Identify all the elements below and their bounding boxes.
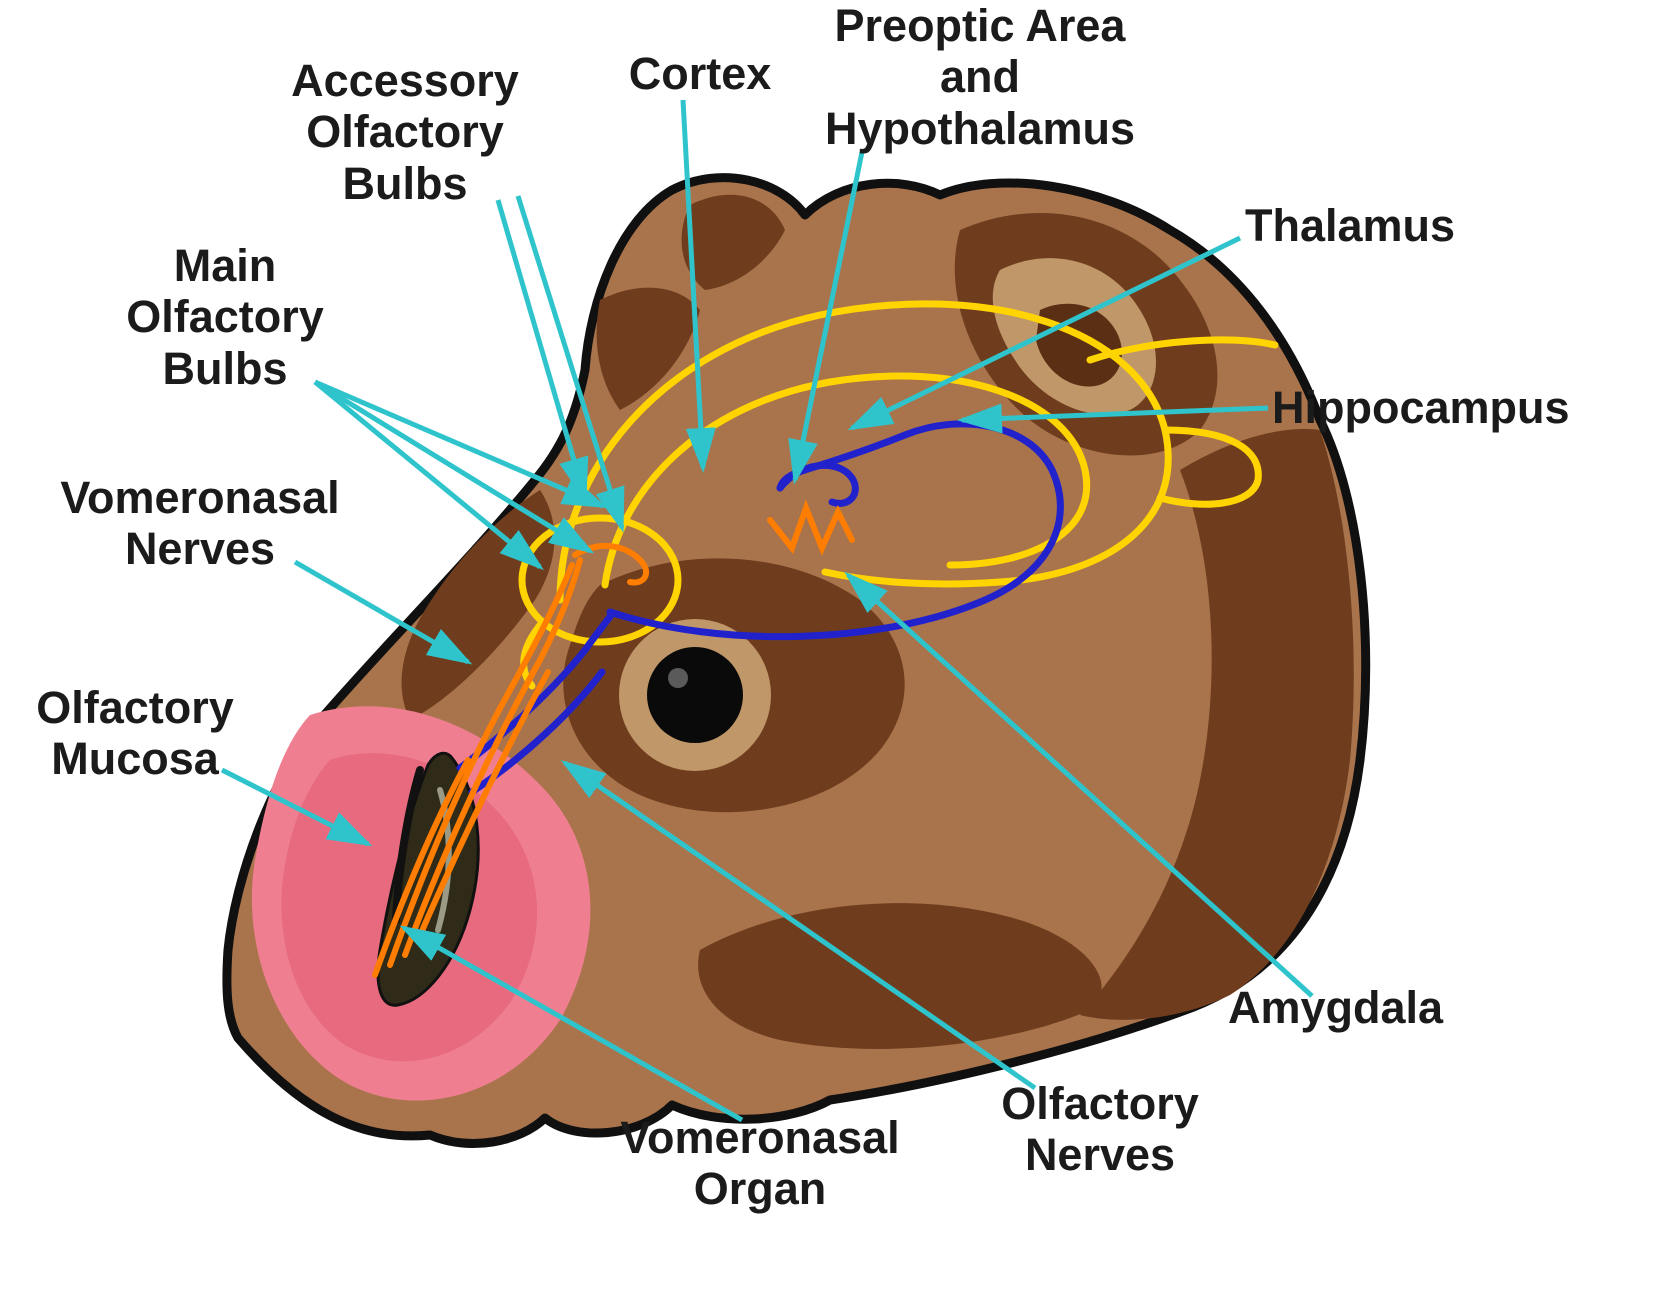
- forehead-dark-patch: [596, 287, 700, 410]
- orange-pathway: [372, 499, 855, 978]
- label-vomeronasal-nerves: Vomeronasal Nerves: [60, 472, 340, 575]
- arrow-accessory-olfactory-bulbs-1: [495, 199, 589, 503]
- arrow-thalamus: [847, 235, 1242, 431]
- jaw-dark-patch: [698, 903, 1102, 1049]
- arrow-main-olfactory-bulbs-2: [313, 379, 595, 554]
- label-accessory-olfactory-bulbs: Accessory Olfactory Bulbs: [291, 55, 519, 209]
- arrow-hippocampus: [957, 403, 1269, 434]
- left-ear-inner: [681, 194, 785, 290]
- yellow-pathway: [518, 300, 1279, 690]
- head-group: [222, 173, 1371, 1148]
- callout-arrows: [220, 99, 1314, 1123]
- label-thalamus: Thalamus: [1245, 200, 1456, 251]
- back-of-head-dark-patch: [1080, 429, 1354, 1020]
- label-preoptic-hypothalamus: Preoptic Area and Hypothalamus: [824, 0, 1136, 154]
- arrow-accessory-olfactory-bulbs-2: [515, 195, 625, 533]
- arrow-cortex: [680, 99, 716, 473]
- arrow-amygdala: [844, 571, 1314, 998]
- label-olfactory-nerves: Olfactory Nerves: [1001, 1078, 1199, 1181]
- arrow-vomeronasal-organ: [399, 925, 744, 1123]
- arrow-main-olfactory-bulbs-1: [313, 380, 544, 571]
- nostril-fold: [392, 766, 424, 924]
- label-amygdala: Amygdala: [1228, 982, 1444, 1033]
- label-olfactory-mucosa: Olfactory Mucosa: [36, 682, 234, 785]
- label-cortex: Cortex: [628, 48, 772, 99]
- arrow-preoptic-hypothalamus: [788, 151, 865, 485]
- arrow-olfactory-mucosa: [220, 767, 373, 847]
- eye-glint: [668, 668, 688, 688]
- label-vomeronasal-organ: Vomeronasal Organ: [620, 1112, 900, 1215]
- label-main-olfactory-bulbs: Main Olfactory Bulbs: [126, 240, 324, 394]
- arrow-vomeronasal-nerves: [293, 559, 473, 665]
- arrow-olfactory-nerves: [560, 760, 1037, 1091]
- eye: [647, 647, 743, 743]
- label-hippocampus: Hippocampus: [1272, 382, 1570, 433]
- arrow-main-olfactory-bulbs-3: [314, 379, 608, 509]
